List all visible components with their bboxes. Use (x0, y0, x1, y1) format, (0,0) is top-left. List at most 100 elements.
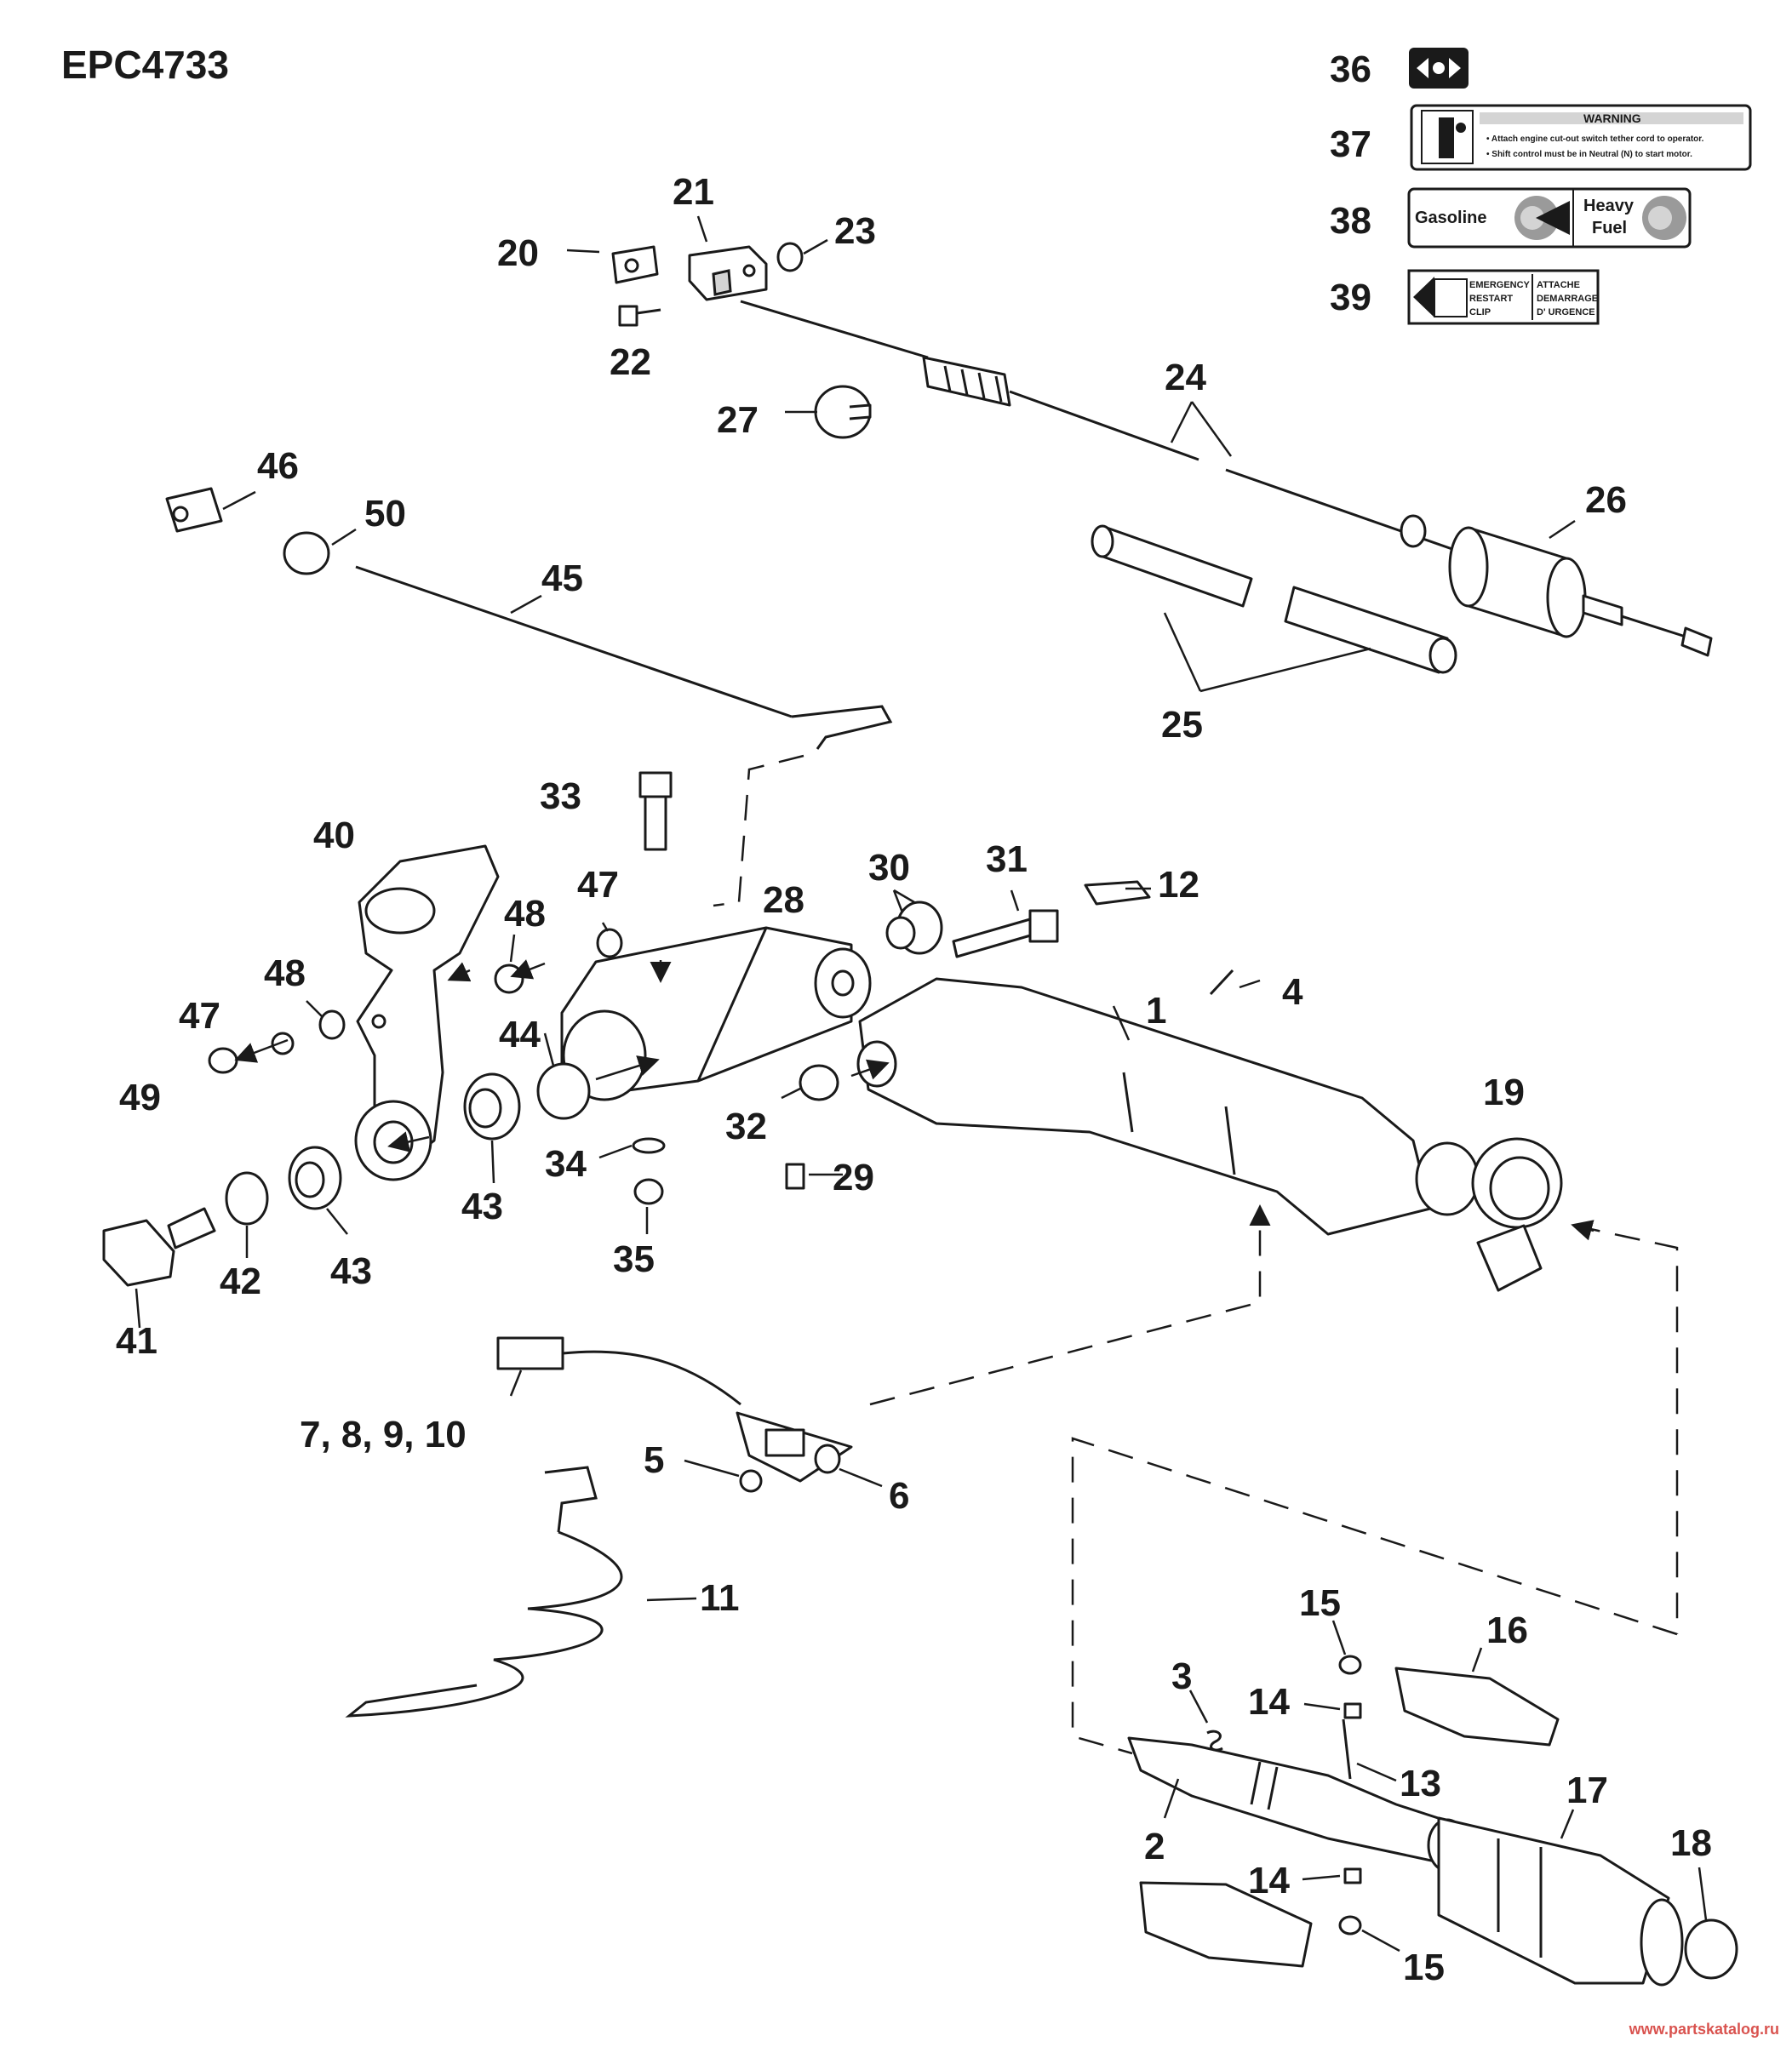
fuel-gasoline-label: Gasoline (1415, 209, 1486, 227)
part-48-bushing-lower (318, 1009, 346, 1040)
callout-16: 16 (1486, 1610, 1528, 1651)
part-15-nut-lower (1338, 1915, 1362, 1936)
callout-15-lower: 15 (1403, 1947, 1445, 1988)
part-13-pin (1342, 1718, 1352, 1780)
part-14-block-upper (1343, 1702, 1362, 1719)
callout-5: 5 (644, 1439, 664, 1481)
callout-30: 30 (868, 847, 910, 889)
callout-23: 23 (834, 210, 876, 252)
watermark-url: www.partskatalog.ru (1629, 2021, 1779, 2038)
part-48-bushing-upper (494, 963, 524, 994)
callout-15-upper: 15 (1299, 1582, 1341, 1624)
callout-25: 25 (1161, 704, 1203, 746)
assembly-dashed-lines (713, 754, 1679, 1755)
warning-title: WARNING (1583, 111, 1641, 125)
clip-en-2: RESTART (1469, 294, 1513, 304)
decal-emergency-restart-clip: EMERGENCY RESTART CLIP ATTACHE DEMARRAGE… (1407, 269, 1600, 325)
part-5-screw (739, 1469, 763, 1493)
part-4-pin (1209, 969, 1234, 996)
callout-32: 32 (725, 1106, 767, 1147)
callout-33: 33 (540, 775, 581, 817)
part-23-washer (776, 242, 804, 272)
callout-18: 18 (1670, 1822, 1712, 1864)
part-1-tiller-arm (856, 977, 1480, 1236)
clip-fr-2: DEMARRAGE (1537, 294, 1598, 304)
part-2-lower-insert (1139, 1881, 1313, 1968)
part-40-shift-lever (354, 844, 500, 1181)
warning-line-1: • Attach engine cut-out switch tether co… (1486, 134, 1704, 144)
part-47-washer-lower (271, 1032, 295, 1055)
part-15-nut-upper (1338, 1655, 1362, 1675)
part-6-kill-switch (736, 1411, 853, 1483)
part-45-shift-rod (355, 565, 893, 750)
part-43-bushing (288, 1072, 521, 1210)
callout-1: 1 (1146, 990, 1166, 1032)
callout-49: 49 (119, 1077, 161, 1118)
callout-2: 2 (1144, 1826, 1165, 1867)
part-34-washer (632, 1137, 666, 1154)
warning-line-2: • Shift control must be in Neutral (N) t… (1486, 150, 1692, 159)
part-25-cable-sleeve (1091, 524, 1457, 674)
part-2-throttle-grip-shaft (1127, 1736, 1468, 1873)
part-32-nut (799, 1064, 839, 1101)
clip-fr-1: ATTACHE (1537, 280, 1580, 290)
callout-35: 35 (613, 1238, 655, 1280)
callout-12: 12 (1158, 864, 1199, 906)
part-29-grease-fitting (785, 1163, 805, 1190)
callout-labels: 36 37 38 39 21 20 23 22 27 24 26 25 46 5… (116, 49, 1712, 1988)
callout-47-lower: 47 (179, 995, 220, 1037)
callout-22: 22 (610, 341, 651, 383)
callout-44: 44 (499, 1014, 541, 1055)
decal-shift-arrows-icon (1409, 48, 1469, 89)
callout-24: 24 (1165, 357, 1206, 398)
callout-26: 26 (1585, 479, 1627, 521)
part-30-washers (885, 901, 943, 955)
callout-41: 41 (116, 1320, 157, 1362)
diagram-code: EPC4733 (61, 43, 229, 87)
callout-38: 38 (1330, 200, 1371, 242)
callout-43-lower: 43 (330, 1250, 372, 1292)
callout-50: 50 (364, 493, 406, 535)
part-49-nut (208, 1047, 238, 1074)
part-22-screw (618, 305, 661, 327)
part-18-end-cap-ring (1684, 1918, 1738, 1980)
part-33-bolt (638, 771, 673, 851)
callout-39: 39 (1330, 277, 1371, 318)
callout-14-upper: 14 (1248, 1681, 1290, 1723)
callout-leader-lines (135, 215, 1708, 1953)
part-12-clip (1084, 880, 1151, 906)
callout-27: 27 (717, 399, 759, 441)
part-50-cap (283, 531, 330, 575)
callout-48-lower: 48 (264, 952, 306, 994)
clip-en-1: EMERGENCY (1469, 280, 1531, 290)
callout-46: 46 (257, 445, 299, 487)
fuel-heavy-label-1: Heavy (1583, 197, 1635, 215)
callout-28: 28 (763, 879, 804, 921)
part-46-link (165, 487, 223, 533)
callout-34: 34 (545, 1143, 587, 1185)
part-3-spring (1206, 1730, 1223, 1752)
fuel-heavy-label-2: Fuel (1592, 219, 1627, 237)
part-27-grommet (814, 385, 872, 439)
decal-warning: WARNING • Attach engine cut-out switch t… (1410, 104, 1752, 171)
callout-43-upper: 43 (461, 1186, 503, 1227)
clip-fr-3: D' URGENCE (1537, 307, 1595, 317)
part-20-cable-end (611, 245, 659, 284)
callout-7-8-9-10: 7, 8, 9, 10 (300, 1414, 467, 1455)
clip-en-3: CLIP (1469, 307, 1491, 317)
callout-6: 6 (889, 1475, 909, 1517)
part-31-bolt (952, 909, 1059, 958)
callout-36: 36 (1330, 49, 1371, 90)
callout-37: 37 (1330, 123, 1371, 165)
callout-19: 19 (1483, 1072, 1525, 1113)
assembly-arrows (234, 959, 1594, 1241)
callout-29: 29 (833, 1157, 874, 1198)
callout-20: 20 (497, 232, 539, 274)
callout-21: 21 (673, 171, 714, 213)
callout-14-lower: 14 (1248, 1860, 1290, 1901)
part-16-grip-insert (1394, 1667, 1560, 1747)
part-47-washer-upper (596, 928, 623, 958)
part-14-block-lower (1343, 1867, 1362, 1884)
callout-11: 11 (700, 1577, 740, 1619)
